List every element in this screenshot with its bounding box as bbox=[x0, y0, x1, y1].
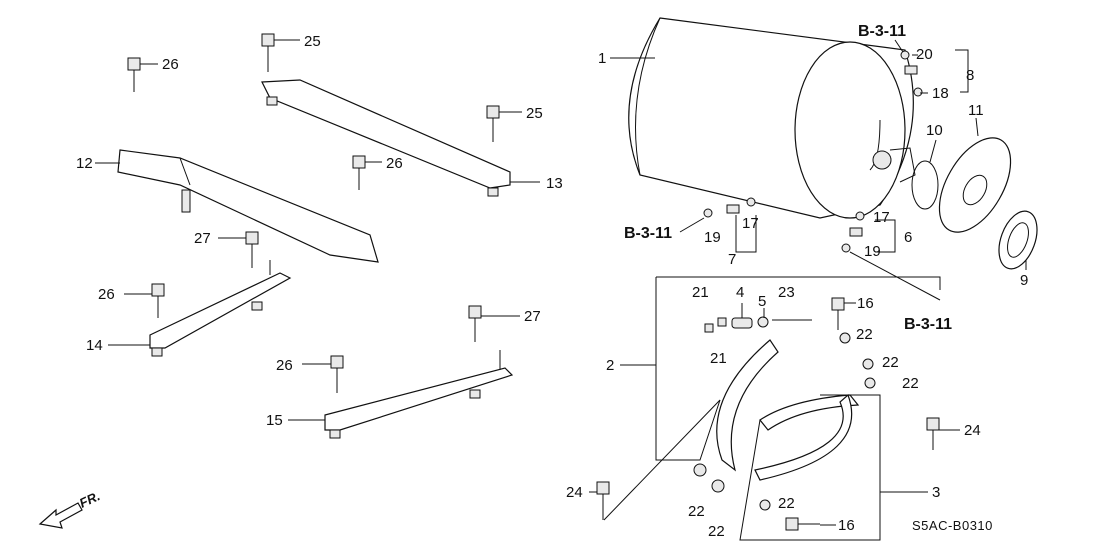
front-label: FR. bbox=[77, 488, 102, 510]
tank-bracket-14 bbox=[149, 260, 292, 357]
callout-16-upper: 16 bbox=[857, 295, 874, 312]
callout-26-c: 26 bbox=[98, 286, 115, 303]
callout-24-right: 24 bbox=[964, 422, 981, 439]
callout-19-right: 19 bbox=[864, 243, 881, 260]
callout-22-c: 22 bbox=[902, 375, 919, 392]
rear-tank-mount-13 bbox=[261, 79, 511, 197]
callout-18: 18 bbox=[932, 85, 949, 102]
callout-26-a: 26 bbox=[162, 56, 179, 73]
reference-labels: B-3-11 B-3-11 B-3-11 bbox=[624, 23, 952, 333]
callout-10: 10 bbox=[926, 122, 943, 139]
hose-fittings bbox=[703, 50, 923, 253]
callout-16-lower: 16 bbox=[838, 517, 855, 534]
callout-22-b: 22 bbox=[882, 354, 899, 371]
callout-15: 15 bbox=[266, 412, 283, 429]
callout-22-d: 22 bbox=[688, 503, 705, 520]
tank-strap-kit bbox=[693, 316, 876, 511]
front-arrow-icon bbox=[38, 502, 83, 529]
callout-26-b: 26 bbox=[386, 155, 403, 172]
o-ring bbox=[911, 160, 939, 210]
flange-bolts bbox=[127, 33, 940, 531]
callout-23: 23 bbox=[778, 284, 795, 301]
callout-1: 1 bbox=[598, 50, 606, 67]
diagram-code: S5AC-B0310 bbox=[912, 518, 993, 533]
callout-21-upper: 21 bbox=[692, 284, 709, 301]
callout-9: 9 bbox=[1020, 272, 1028, 289]
callout-13: 13 bbox=[546, 175, 563, 192]
callout-2: 2 bbox=[606, 357, 614, 374]
callout-4: 4 bbox=[736, 284, 744, 301]
group-brackets bbox=[603, 49, 969, 541]
reference-arrows bbox=[679, 39, 941, 301]
tank-bracket-15 bbox=[324, 350, 514, 439]
leader-lines bbox=[95, 39, 1027, 526]
reference-b-3-11-right: B-3-11 bbox=[904, 316, 952, 333]
callout-11: 11 bbox=[968, 102, 984, 119]
callout-17-left: 17 bbox=[742, 215, 759, 232]
reference-b-3-11-top: B-3-11 bbox=[858, 23, 906, 40]
callout-14: 14 bbox=[86, 337, 103, 354]
fuel-tank bbox=[628, 17, 916, 219]
tank-cover bbox=[938, 137, 1012, 233]
callout-12: 12 bbox=[76, 155, 93, 172]
callout-7: 7 bbox=[728, 251, 736, 268]
callout-19-left: 19 bbox=[704, 229, 721, 246]
front-tank-mount-12 bbox=[117, 149, 379, 263]
callout-25-upper: 25 bbox=[304, 33, 321, 50]
callout-3: 3 bbox=[932, 484, 940, 501]
callout-25-lower: 25 bbox=[526, 105, 543, 122]
callout-27-lower: 27 bbox=[524, 308, 541, 325]
callout-26-d: 26 bbox=[276, 357, 293, 374]
callout-20: 20 bbox=[916, 46, 933, 63]
callout-27-upper: 27 bbox=[194, 230, 211, 247]
callout-22-a: 22 bbox=[856, 326, 873, 343]
callout-5: 5 bbox=[758, 293, 766, 310]
callout-8: 8 bbox=[966, 67, 974, 84]
callout-22-e: 22 bbox=[708, 523, 725, 540]
callout-6: 6 bbox=[904, 229, 912, 246]
callout-labels: 1 2 3 4 5 6 7 8 9 10 11 12 13 14 15 16 1… bbox=[76, 33, 1028, 540]
callout-22-f: 22 bbox=[778, 495, 795, 512]
callout-21-lower: 21 bbox=[710, 350, 727, 367]
lock-ring bbox=[998, 210, 1038, 270]
callout-17-right: 17 bbox=[873, 209, 890, 226]
reference-b-3-11-left: B-3-11 bbox=[624, 225, 672, 242]
callout-24-left: 24 bbox=[566, 484, 583, 501]
